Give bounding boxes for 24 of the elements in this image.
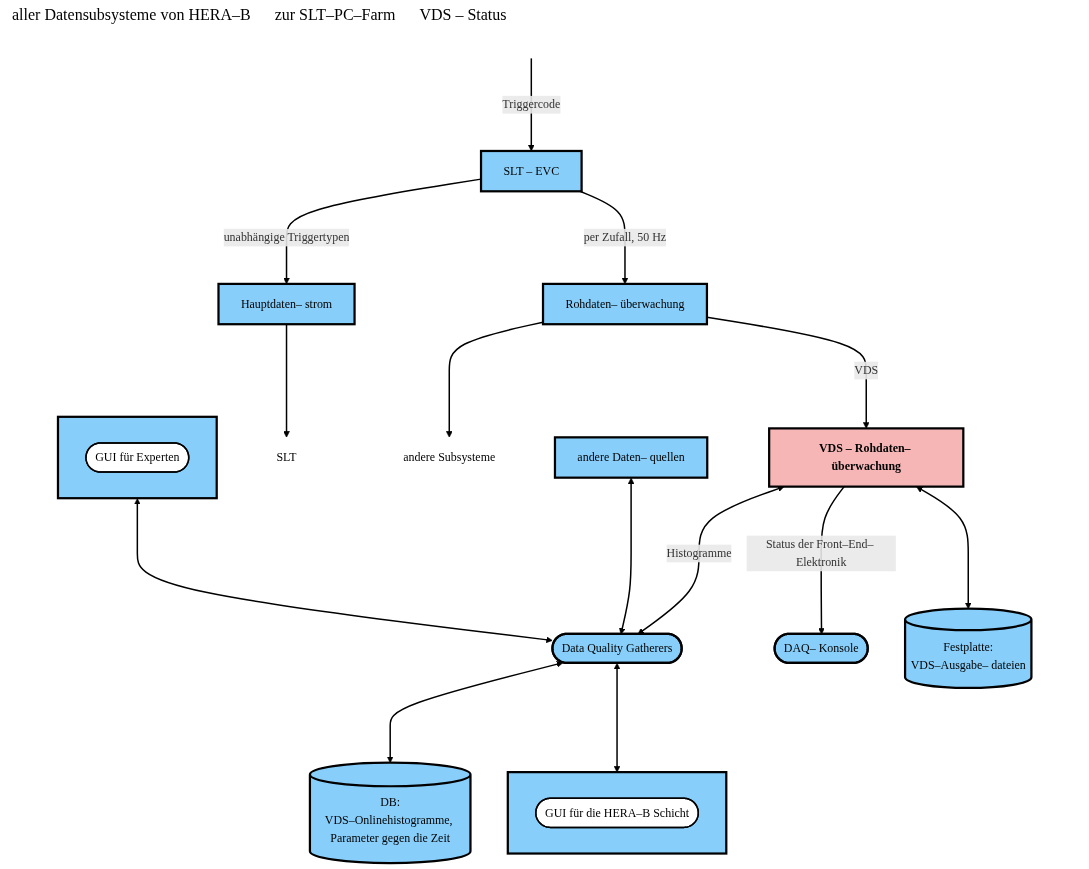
edge-label: Histogramme [666, 546, 732, 560]
arrow [386, 661, 563, 763]
node-text: SLT [276, 450, 297, 464]
note-text: aller Datensubsysteme von HERA–B [12, 6, 251, 24]
edge-label: VDS [854, 363, 878, 377]
edge-label: unabhängige Triggertypen [223, 230, 350, 244]
edge-label: Status der Front–End– Elektronik [765, 537, 874, 569]
note-text: zur SLT–PC–Farm [274, 6, 396, 24]
edge-label: per Zufall, 50 Hz [583, 230, 666, 244]
node-box: SLT – EVC [479, 149, 583, 193]
cluster [56, 415, 218, 500]
node-box: VDS – Rohdaten– überwachung [767, 427, 965, 488]
arrow [613, 662, 621, 773]
arrow [133, 498, 553, 644]
node-box: Hauptdaten– strom [217, 282, 356, 326]
node-text: andere Subsysteme [403, 450, 496, 464]
cluster [506, 771, 728, 855]
node-box: andere Daten– quellen [553, 436, 709, 479]
note-text: VDS – Status [419, 6, 507, 24]
arrow [706, 316, 870, 429]
edge-label: Triggercode [502, 97, 561, 111]
node-box: Rohdaten– überwachung [541, 282, 708, 326]
arrow [445, 321, 544, 438]
arrow [916, 486, 972, 609]
